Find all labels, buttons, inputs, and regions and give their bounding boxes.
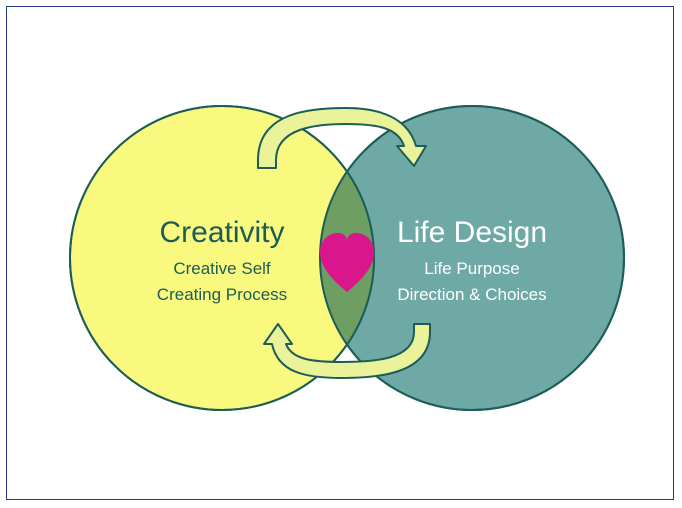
life-design-circle-outline <box>319 105 625 411</box>
life-design-title: Life Design <box>397 216 547 249</box>
creativity-title: Creativity <box>159 216 284 249</box>
direction-choices-label: Direction & Choices <box>397 285 546 304</box>
life-purpose-label: Life Purpose <box>424 259 519 278</box>
creative-self-label: Creative Self <box>173 259 271 278</box>
creating-process-label: Creating Process <box>157 285 287 304</box>
curved-arrow-right-icon <box>257 107 427 169</box>
creativity-circle-outline <box>69 105 375 411</box>
heart-icon <box>320 233 374 292</box>
curved-arrow-left-icon <box>263 323 431 379</box>
